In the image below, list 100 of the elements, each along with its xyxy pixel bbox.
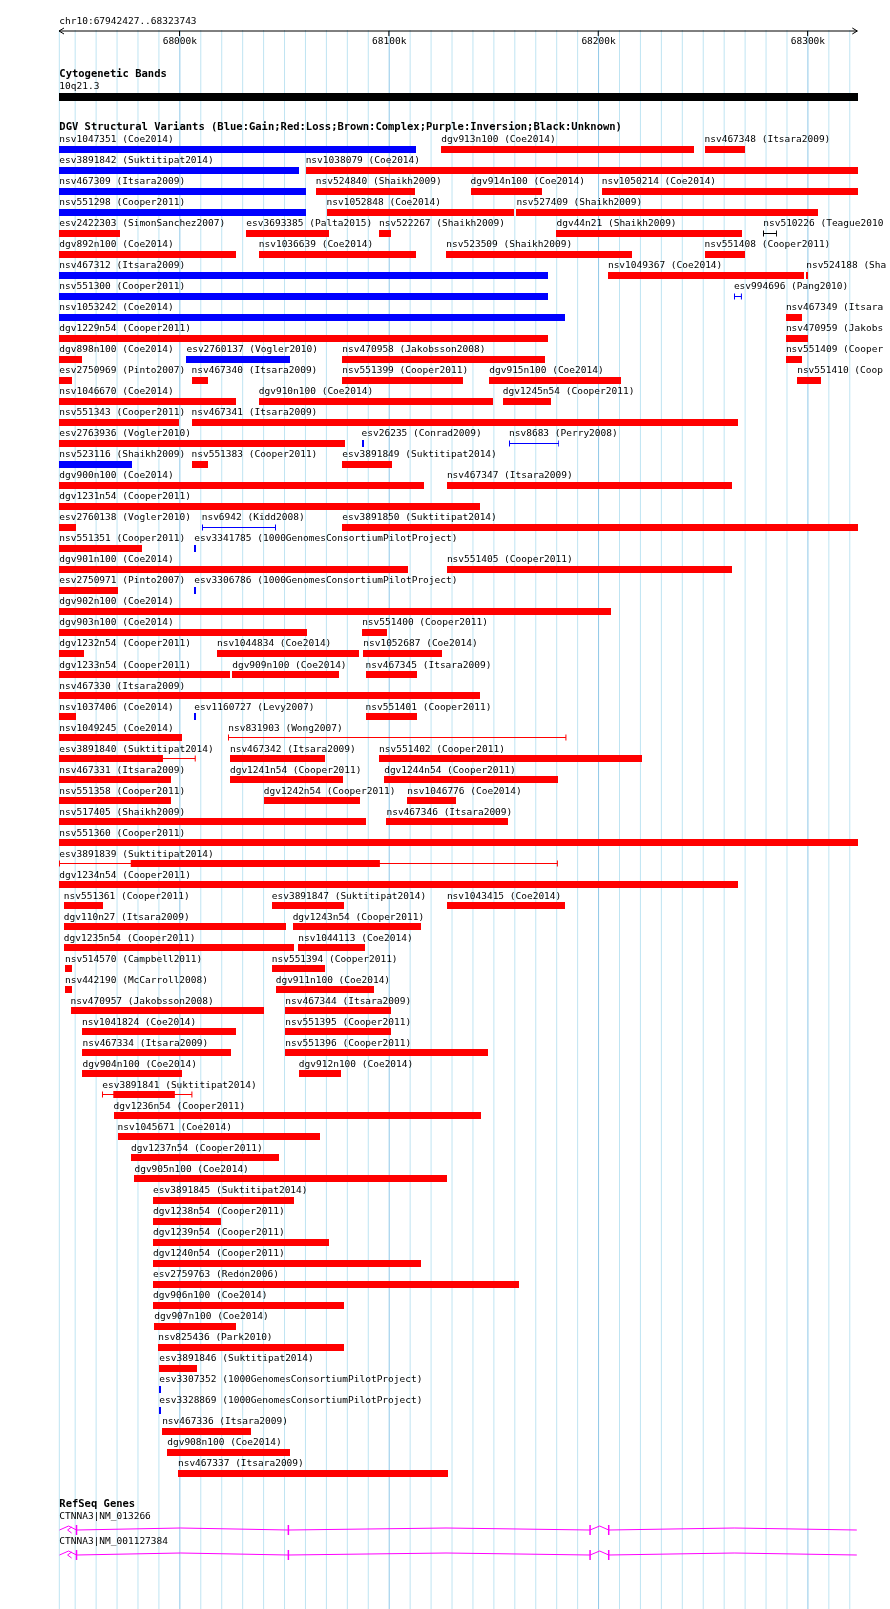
feature-label: nsv467342 (Itsara2009) (229, 742, 356, 755)
feature-label: nsv467336 (Itsara2009) (162, 1415, 288, 1428)
feature-label: nsv1046670 (Coe2014) (59, 385, 175, 398)
track-title: DGV Structural Variants (Blue:Gain;Red:Loss;Brown:Complex;Purple:Inversion;Black:Unknown) (59, 120, 622, 133)
feature-label: nsv6942 (Kidd2008) (201, 511, 305, 524)
feature-label: nsv514570 (Campbell2011) (64, 952, 203, 965)
transcript-label: CTNNA3|NM_001127384 (59, 1535, 169, 1547)
feature-label: nsv551360 (Cooper2011) (59, 826, 187, 839)
feature-label: nsv1049245 (Coe2014) (59, 721, 175, 734)
feature-label: nsv467312 (Itsara2009) (59, 259, 187, 272)
feature-label: dgv908n100 (Coe2014) (167, 1436, 283, 1449)
feature-label: dgv110n27 (Itsara2009) (63, 910, 191, 923)
feature-label: nsv551400 (Cooper2011) (362, 616, 488, 629)
feature-label: esv3341785 (1000GenomesConsortiumPilotProject) (194, 532, 458, 545)
feature-label: nsv1047351 (Coe2014) (59, 133, 175, 145)
feature-label: esv2422303 (SimonSanchez2007) (59, 217, 226, 230)
feature-label: nsv524840 (Shaikh2009) (315, 175, 442, 188)
feature-label: dgv901n100 (Coe2014) (59, 553, 175, 566)
feature-label: dgv915n100 (Coe2014) (489, 364, 605, 377)
feature-label: dgv1234n54 (Cooper2011) (59, 868, 192, 881)
feature-label: esv3891850 (Suktitipat2014) (342, 511, 498, 524)
feature-label: esv3306786 (1000GenomesConsortiumPilotProject) (194, 574, 458, 587)
feature-label: dgv913n100 (Coe2014) (441, 133, 557, 145)
feature-label: nsv551300 (Cooper2011) (59, 280, 187, 293)
axis-tick-label: 68000k (161, 35, 198, 47)
feature-label: nsv551402 (Cooper2011) (379, 742, 506, 755)
feature-label: nsv467309 (Itsara2009) (59, 175, 187, 188)
feature-label: esv3891846 (Suktitipat2014) (159, 1352, 314, 1365)
feature-label: nsv442190 (McCarroll2008) (64, 973, 208, 986)
feature-label: nsv470958 (Jakobsson2008) (342, 343, 487, 356)
feature-label: dgv1241n54 (Cooper2011) (229, 763, 362, 776)
feature-label: dgv1236n54 (Cooper2011) (113, 1099, 247, 1112)
feature-label: esv2760138 (Vogler2010) (59, 511, 191, 524)
feature-label: esv2763936 (Vogler2010) (59, 427, 192, 440)
feature-label: nsv467334 (Itsara2009) (82, 1036, 210, 1049)
feature-label: nsv1050214 (Coe2014) (601, 175, 718, 188)
feature-label: dgv912n100 (Coe2014) (298, 1057, 414, 1070)
feature-label: esv26235 (Conrad2009) (361, 427, 482, 440)
feature-label: dgv900n100 (Coe2014) (59, 469, 175, 482)
feature-label: esv994696 (Pang2010) (733, 280, 849, 293)
feature-label: nsv551298 (Cooper2011) (59, 196, 187, 209)
feature-label: nsv1037406 (Coe2014) (59, 700, 174, 713)
feature-label: nsv523116 (Shaikh2009) (59, 448, 186, 461)
feature-label: nsv551409 (Cooper (785, 343, 884, 356)
feature-label: nsv831903 (Wong2007) (228, 721, 344, 734)
feature-label: nsv551383 (Cooper2011) (191, 448, 318, 461)
feature-label: dgv1229n54 (Cooper2011) (59, 322, 192, 335)
feature-label: dgv1243n54 (Cooper2011) (292, 910, 425, 923)
feature-label: dgv1240n54 (Cooper2011) (153, 1247, 286, 1260)
feature-label: nsv551351 (Cooper2011) (59, 532, 186, 545)
feature-label: nsv1041824 (Coe2014) (81, 1015, 198, 1028)
feature-label: esv3891849 (Suktitipat2014) (342, 448, 497, 461)
feature-label: dgv1238n54 (Cooper2011) (153, 1205, 285, 1217)
feature-label: nsv551399 (Cooper2011) (342, 364, 469, 377)
feature-label: dgv907n100 (Coe2014) (154, 1310, 269, 1323)
feature-label: nsv825436 (Park2010) (158, 1331, 274, 1344)
axis-tick-label: 68300k (789, 35, 826, 47)
feature-label: esv2750969 (Pinto2007) (59, 364, 186, 377)
feature-label: nsv551405 (Cooper2011) (446, 553, 574, 566)
feature-label: dgv1235n54 (Cooper2011) (63, 931, 197, 944)
feature-label: nsv1046776 (Coe2014) (407, 784, 522, 797)
feature-label: esv3307352 (1000GenomesConsortiumPilotProject) (159, 1373, 423, 1386)
feature-label: nsv467348 (Itsara2009) (704, 133, 831, 145)
feature-label: nsv1052848 (Coe2014) (326, 196, 442, 209)
track-title: Cytogenetic Bands (59, 67, 167, 80)
feature-label: nsv8683 (Perry2008) (509, 427, 618, 440)
feature-label: nsv467341 (Itsara2009) (191, 406, 319, 419)
feature-label: esv3891845 (Suktitipat2014) (153, 1184, 308, 1196)
feature-label: nsv551343 (Cooper2011) (59, 406, 186, 419)
feature-label: nsv467330 (Itsara2009) (59, 679, 187, 692)
feature-label: nsv1052687 (Coe2014) (363, 637, 478, 650)
feature-label: esv3891847 (Suktitipat2014) (271, 889, 427, 902)
feature-label: nsv467340 (Itsara2009) (191, 364, 318, 377)
feature-label: dgv1239n54 (Cooper2011) (153, 1226, 286, 1239)
feature-label: nsv551396 (Cooper2011) (285, 1036, 413, 1049)
feature-label: dgv904n100 (Coe2014) (82, 1057, 197, 1070)
feature-label: dgv1233n54 (Cooper2011) (59, 658, 192, 671)
feature-label: dgv892n100 (Coe2014) (59, 238, 175, 251)
feature-label: nsv470957 (Jakobsson2008) (70, 994, 215, 1007)
position-label: chr10:67942427..68323743 (59, 15, 197, 27)
feature-label: esv2760137 (Vogler2010) (186, 343, 318, 356)
feature-label: nsv1044113 (Coe2014) (298, 931, 413, 944)
feature-label: nsv467337 (Itsara2009) (177, 1457, 305, 1470)
feature-label: nsv467346 (Itsara2009) (386, 805, 513, 818)
feature-label: esv3891839 (Suktitipat2014) (59, 847, 215, 860)
feature-label: dgv910n100 (Coe2014) (258, 385, 375, 398)
feature-label: nsv470959 (Jakobs (785, 322, 884, 335)
feature-label: esv3891842 (Suktitipat2014) (59, 154, 215, 166)
feature-label: nsv1038079 (Coe2014) (305, 154, 422, 166)
feature-label: dgv911n100 (Coe2014) (275, 973, 391, 986)
feature-label: nsv551394 (Cooper2011) (271, 952, 398, 965)
feature-label: nsv551408 (Cooper2011) (704, 238, 831, 251)
feature-label: nsv522267 (Shaikh2009) (379, 217, 505, 230)
feature-label: nsv551395 (Cooper2011) (285, 1015, 412, 1028)
feature-label: esv3328869 (1000GenomesConsortiumPilotProject) (159, 1394, 423, 1407)
feature-label: nsv1049367 (Coe2014) (607, 259, 724, 272)
feature-label: esv2759763 (Redon2006) (153, 1268, 280, 1281)
feature-label: nsv467331 (Itsara2009) (59, 763, 186, 776)
feature-label: dgv909n100 (Coe2014) (232, 658, 347, 671)
feature-label: nsv551361 (Cooper2011) (63, 889, 190, 902)
